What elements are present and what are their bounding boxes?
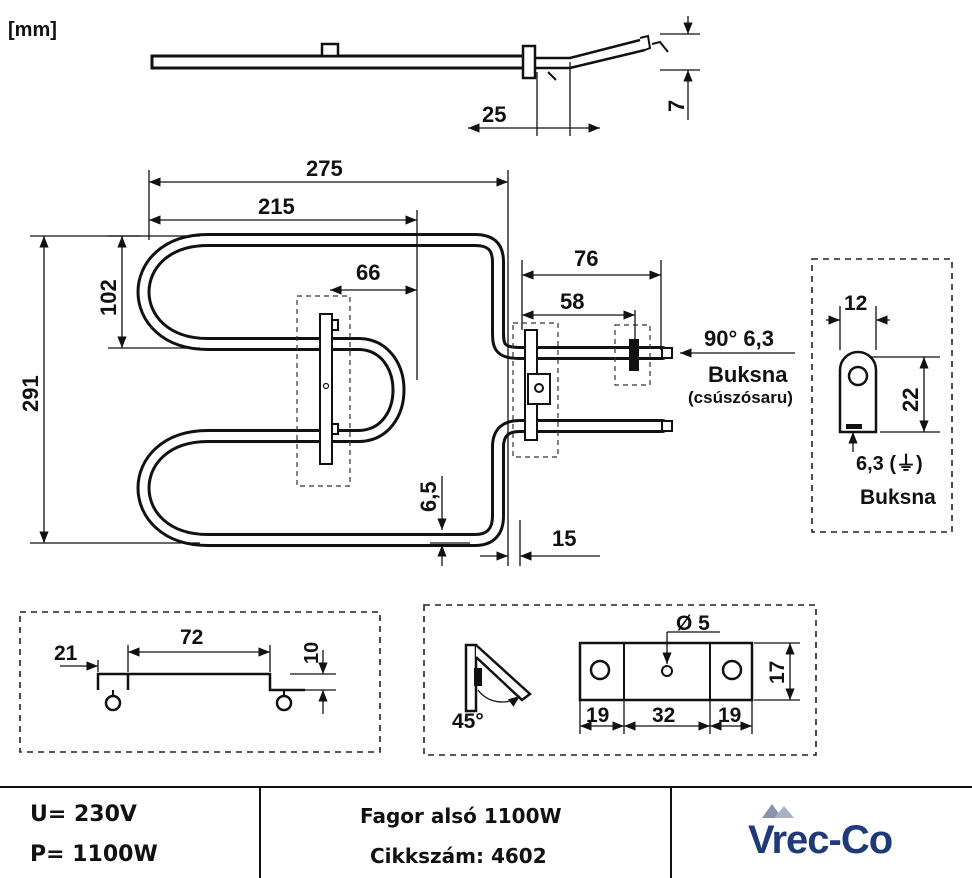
angle-label: 45° bbox=[452, 710, 484, 733]
footer-divider-2 bbox=[670, 786, 672, 878]
footer-table: U= 230V P= 1100W Fagor alsó 1100W Cikksz… bbox=[0, 786, 972, 878]
dim-19-right: 19 bbox=[718, 704, 741, 727]
dim-32: 32 bbox=[652, 704, 675, 727]
vrec-co-logo: Vrec-Co bbox=[748, 798, 938, 868]
dim-21: 21 bbox=[54, 642, 78, 665]
angle-plate bbox=[464, 643, 532, 713]
detail-boxes-top bbox=[296, 295, 651, 487]
dim-25: 25 bbox=[482, 102, 506, 127]
dim-7: 7 bbox=[664, 100, 689, 112]
unit-label: [mm] bbox=[8, 19, 57, 41]
dim-10: 10 bbox=[301, 642, 323, 664]
mounting-plate bbox=[578, 631, 800, 734]
technical-drawing: [mm] 25 7 bbox=[8, 16, 953, 756]
terminal-angle-label: 90° 6,3 bbox=[704, 326, 774, 351]
power-label: P= 1100W bbox=[30, 842, 158, 867]
terminal-buksna-label: Buksna bbox=[708, 362, 788, 387]
dim-275: 275 bbox=[306, 156, 343, 181]
dim-6-5: 6,5 bbox=[416, 481, 441, 512]
logo-mark-icon bbox=[762, 804, 794, 818]
footer-divider-1 bbox=[259, 786, 261, 878]
dim-17: 17 bbox=[766, 661, 789, 684]
plate-detail-box bbox=[423, 604, 817, 756]
dim-22: 22 bbox=[898, 388, 923, 412]
dim-19-left: 19 bbox=[586, 704, 609, 727]
dim-diameter-5: Ø 5 bbox=[676, 612, 710, 635]
article-label: Cikkszám: 4602 bbox=[370, 844, 547, 868]
ground-label: 6,3 (⏚) bbox=[856, 452, 923, 475]
dim-15: 15 bbox=[552, 526, 576, 551]
logo-text: Vrec-Co bbox=[748, 818, 893, 862]
bracket-detail-box bbox=[19, 611, 381, 753]
dim-215: 215 bbox=[258, 194, 295, 219]
bracket-drawing bbox=[60, 645, 336, 714]
footer-top-rule bbox=[0, 786, 972, 788]
side-view bbox=[150, 16, 700, 136]
dim-72: 72 bbox=[180, 626, 203, 649]
ground-detail-box bbox=[811, 258, 953, 533]
ground-lug bbox=[826, 306, 940, 452]
dim-102: 102 bbox=[96, 279, 121, 316]
heating-element bbox=[136, 233, 669, 547]
element-brackets bbox=[319, 313, 673, 465]
dim-66: 66 bbox=[356, 260, 380, 285]
ground-buksna-label: Buksna bbox=[860, 486, 936, 509]
dim-58: 58 bbox=[560, 289, 584, 314]
terminal-csuszosaru-label: (csúszósaru) bbox=[688, 388, 793, 407]
top-dimension-lines bbox=[30, 170, 795, 566]
dim-12: 12 bbox=[844, 292, 867, 315]
voltage-label: U= 230V bbox=[30, 802, 137, 827]
product-label: Fagor alsó 1100W bbox=[360, 804, 562, 828]
dim-76: 76 bbox=[574, 246, 598, 271]
dim-291: 291 bbox=[18, 375, 43, 412]
